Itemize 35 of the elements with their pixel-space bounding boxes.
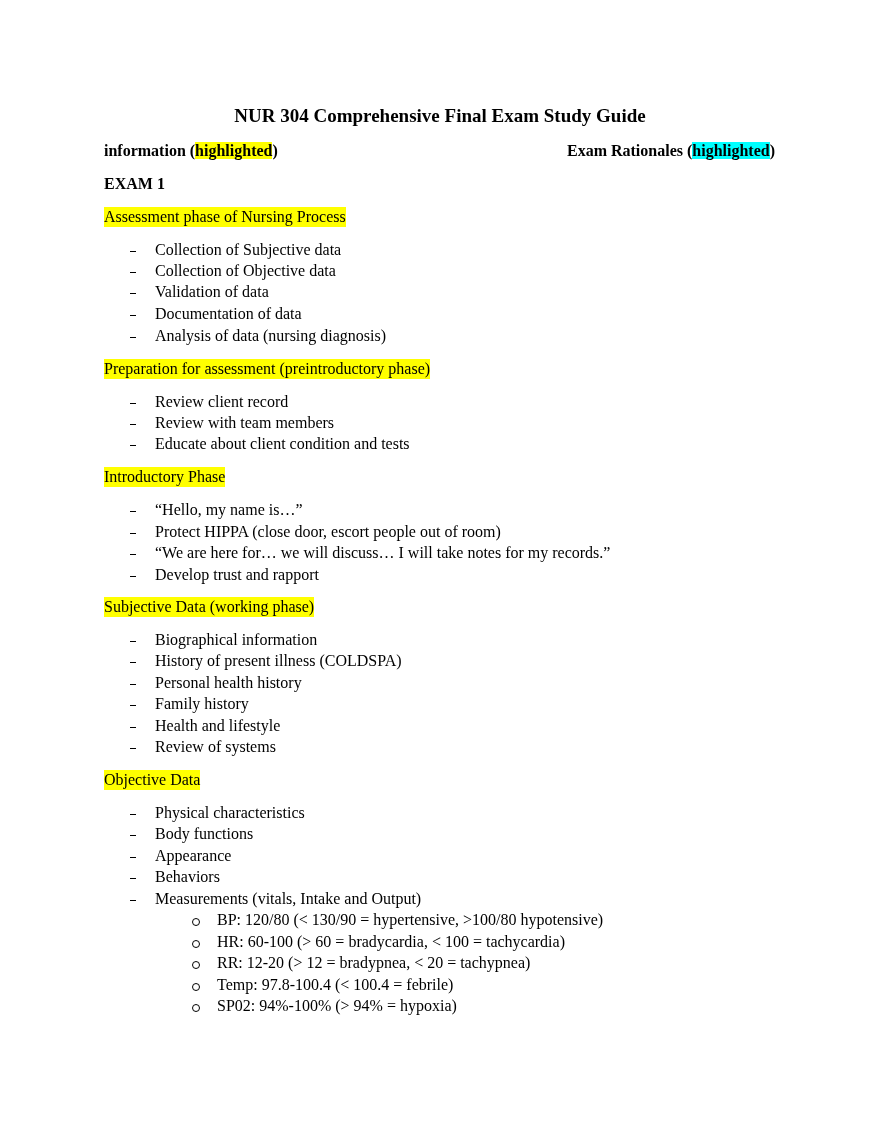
highlighted-heading: Subjective Data (working phase) [104, 597, 315, 617]
list-item: Collection of Subjective data [155, 240, 342, 260]
list-item: Family history [155, 694, 249, 714]
list-item: “We are here for… we will discuss… I will take notes for my records.” [155, 543, 611, 563]
list-item: Physical characteristics [155, 803, 305, 823]
list-item: Review of systems [155, 737, 276, 757]
list-item: RR: 12-20 (> 12 = bradypnea, < 20 = tachypnea) [217, 953, 531, 973]
list-item: Documentation of data [155, 304, 302, 324]
section-heading: EXAM 1 [104, 174, 165, 194]
highlighted-heading: Introductory Phase [104, 467, 226, 487]
list-item: Develop trust and rapport [155, 565, 319, 585]
list-item: Health and lifestyle [155, 716, 281, 736]
list-item: “Hello, my name is…” [155, 500, 303, 520]
list-item: HR: 60-100 (> 60 = bradycardia, < 100 = tachycardia) [217, 932, 565, 952]
list-item: Review with team members [155, 413, 335, 433]
list-item: Body functions [155, 824, 254, 844]
document-title: NUR 304 Comprehensive Final Exam Study Guide [233, 106, 647, 126]
list-item: Review client record [155, 392, 289, 412]
list-item: Analysis of data (nursing diagnosis) [155, 326, 387, 346]
list-item: Biographical information [155, 630, 318, 650]
list-item: Collection of Objective data [155, 261, 336, 281]
list-item: Temp: 97.8-100.4 (< 100.4 = febrile) [217, 975, 454, 995]
highlighted-heading: Preparation for assessment (preintroductory phase) [104, 359, 431, 379]
list-item: History of present illness (COLDSPA) [155, 651, 402, 671]
highlighted-heading: Objective Data [104, 770, 201, 790]
list-item: BP: 120/80 (< 130/90 = hypertensive, >100/80 hypotensive) [217, 910, 604, 930]
list-item: Appearance [155, 846, 232, 866]
list-item: Measurements (vitals, Intake and Output) [155, 889, 422, 909]
list-item: Protect HIPPA (close door, escort people out of room) [155, 522, 501, 542]
list-item: Educate about client condition and tests [155, 434, 410, 454]
list-item: Behaviors [155, 867, 220, 887]
highlighted-heading: Assessment phase of Nursing Process [104, 207, 346, 227]
list-item: Validation of data [155, 282, 269, 302]
list-item: Personal health history [155, 673, 302, 693]
list-item: SP02: 94%-100% (> 94% = hypoxia) [217, 996, 457, 1016]
